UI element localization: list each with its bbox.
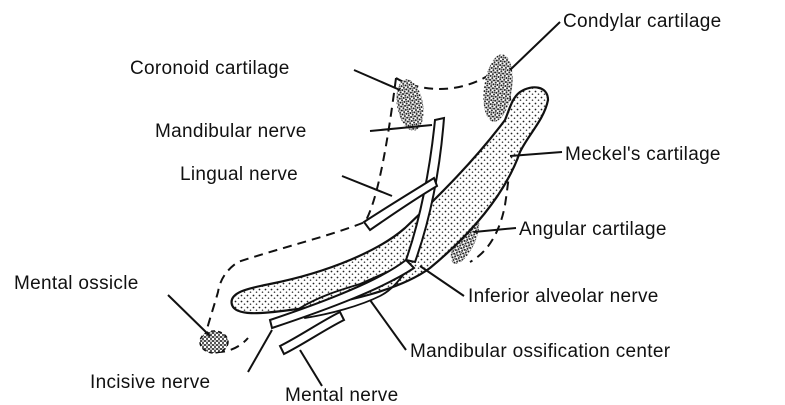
label-meckels-cartilage: Meckel's cartilage bbox=[565, 144, 721, 165]
label-incisive-nerve: Incisive nerve bbox=[90, 372, 210, 393]
leader-condylar bbox=[510, 22, 560, 70]
label-mandibular-ossification-center: Mandibular ossification center bbox=[410, 341, 671, 362]
label-condylar-cartilage: Condylar cartilage bbox=[563, 11, 722, 32]
label-lingual-nerve: Lingual nerve bbox=[180, 164, 298, 185]
leader-mental-ossicle bbox=[168, 295, 210, 336]
label-angular-cartilage: Angular cartilage bbox=[519, 219, 667, 240]
leader-coronoid bbox=[354, 70, 400, 90]
leader-inferior-alveolar bbox=[420, 266, 464, 296]
coronoid-cartilage-shape bbox=[393, 77, 428, 133]
mental-ossicle-shape bbox=[200, 331, 228, 353]
leader-ossification bbox=[370, 300, 406, 350]
leader-lingual bbox=[342, 176, 392, 196]
leader-incisive bbox=[248, 330, 272, 372]
label-mental-ossicle: Mental ossicle bbox=[14, 273, 139, 294]
leader-angular bbox=[474, 228, 516, 232]
label-mandibular-nerve: Mandibular nerve bbox=[155, 121, 307, 142]
label-inferior-alveolar-nerve: Inferior alveolar nerve bbox=[468, 286, 659, 307]
leader-mental-nerve bbox=[300, 350, 322, 386]
label-coronoid-cartilage: Coronoid cartilage bbox=[130, 58, 290, 79]
leader-mandibular-nerve bbox=[370, 125, 432, 131]
label-mental-nerve: Mental nerve bbox=[285, 385, 398, 405]
